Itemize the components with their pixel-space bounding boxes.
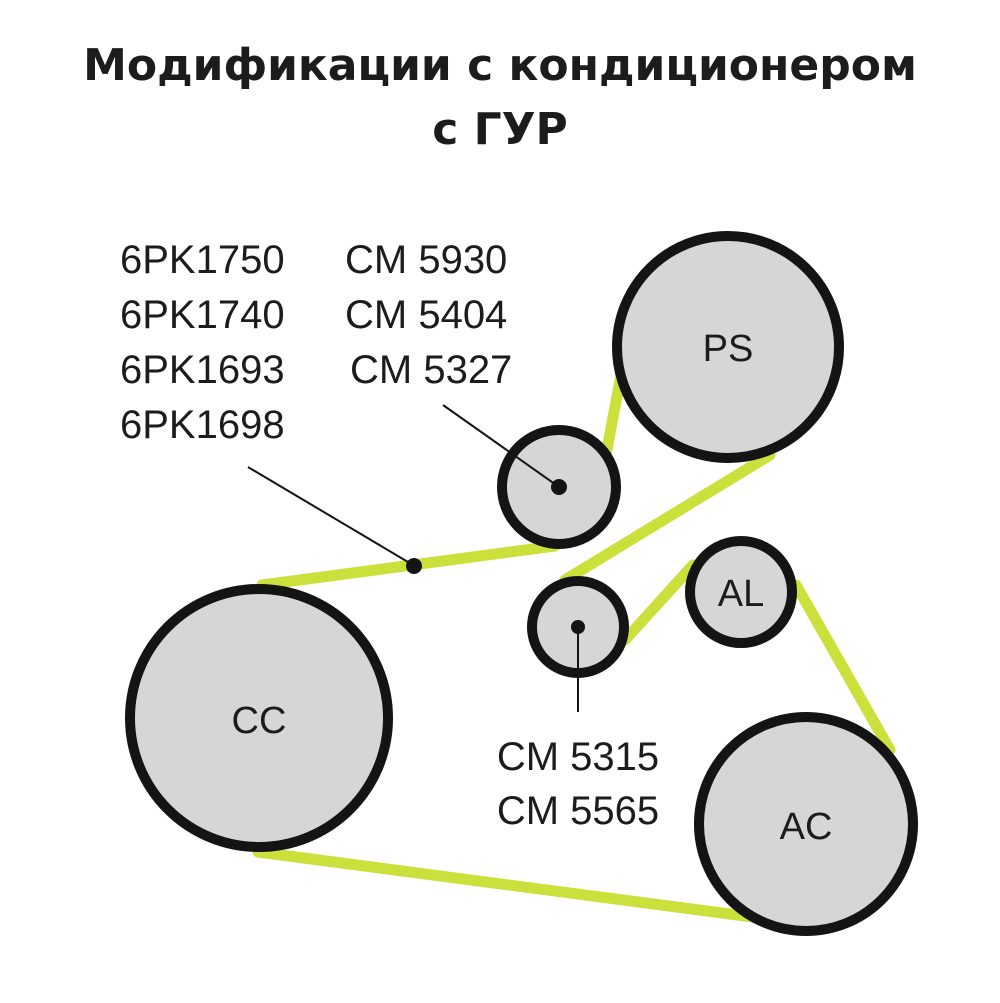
belt-number: 6PK1740 <box>120 293 285 337</box>
pulley-al-label: AL <box>718 573 764 615</box>
pulley-cc-disc <box>125 584 393 852</box>
belt-segment-al-ac <box>790 579 896 756</box>
belt-number: 6PK1750 <box>120 238 285 282</box>
pulley-al: AL <box>685 536 797 648</box>
pulley-ps-label: PS <box>703 328 754 370</box>
belt-part-numbers: 6PK1750 6PK1740 6PK1693 6PK1698 <box>120 238 285 447</box>
pulley-al-disc <box>685 536 797 648</box>
belt-segment-lower-idler-al <box>619 559 699 646</box>
lower-idler-part-numbers: CM 5315 CM 5565 <box>497 735 659 833</box>
upper-idler-number: CM 5930 <box>345 238 507 282</box>
diagram-title: Модификации с кондиционером с ГУР <box>0 34 1000 162</box>
upper-idler-number: CM 5404 <box>345 293 507 337</box>
belt-leader-dot <box>406 558 422 574</box>
pulley-ps-disc <box>612 231 844 463</box>
belt-leader-line <box>247 466 414 566</box>
belt-number: 6PK1693 <box>120 348 285 392</box>
upper-idler-number: CM 5327 <box>350 348 512 392</box>
pulley-ps: PS <box>612 231 844 463</box>
pulley-ac: AC <box>694 712 918 936</box>
pulley-ac-disc <box>694 712 918 936</box>
lower-idler-number: CM 5565 <box>497 789 659 833</box>
title-line-1: Модификации с кондиционером <box>83 40 917 91</box>
lower-idler-number: CM 5315 <box>497 735 659 779</box>
title-line-2: с ГУР <box>432 104 568 155</box>
pulley-cc-label: CC <box>232 700 287 742</box>
upper-idler-part-numbers: CM 5930 CM 5404 CM 5327 <box>345 238 512 392</box>
upper-idler-leader-line <box>442 404 560 488</box>
pulley-cc: CC <box>125 584 393 852</box>
belt-segment-ps-lower-idler <box>559 449 776 586</box>
belt-number: 6PK1698 <box>120 403 285 447</box>
pulley-ac-label: AC <box>780 806 833 848</box>
belt-segment-ac-cc <box>252 846 766 924</box>
